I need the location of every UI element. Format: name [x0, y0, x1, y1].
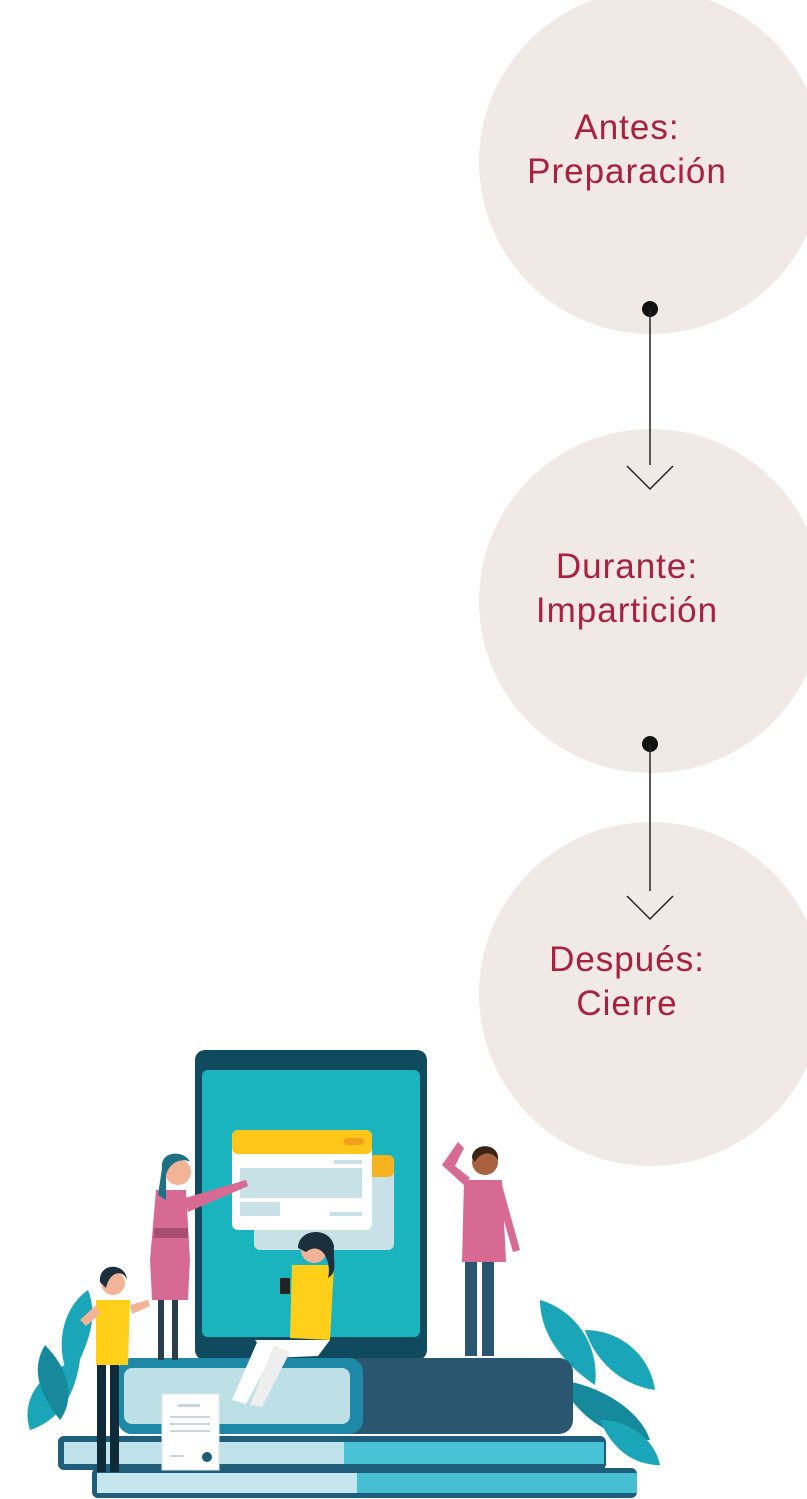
connector-arrowhead-icon	[626, 465, 674, 491]
person-yellow-shirt-icon	[80, 1266, 150, 1472]
step-after-circle: Después: Cierre	[479, 822, 807, 1166]
step-during-label: Durante: Impartición	[536, 545, 718, 633]
person-pink-dress-icon	[150, 1153, 248, 1360]
step-before-label: Antes: Preparación	[527, 106, 727, 194]
step-before-circle: Antes: Preparación	[479, 0, 807, 334]
step-before-title: Antes:	[574, 108, 680, 147]
leaves-icon	[27, 1290, 660, 1465]
people-with-tablet-illustration-icon	[27, 1050, 660, 1498]
connector-during-after	[626, 736, 674, 921]
certificate-icon	[161, 1393, 220, 1471]
tablet-icon	[195, 1050, 427, 1360]
step-before-subtitle: Preparación	[527, 152, 727, 191]
step-during-subtitle: Impartición	[535, 591, 719, 630]
step-after-subtitle: Cierre	[576, 984, 678, 1023]
person-man-standing-icon	[442, 1142, 520, 1356]
step-during-title: Durante:	[555, 547, 699, 586]
connector-arrowhead-icon	[626, 895, 674, 921]
connector-before-during	[626, 301, 674, 491]
books-stack-icon	[58, 1358, 637, 1498]
person-yellow-sitting-icon	[232, 1231, 335, 1407]
step-after-label: Después: Cierre	[549, 938, 705, 1026]
step-after-title: Después:	[549, 940, 705, 979]
step-during-circle: Durante: Impartición	[479, 429, 807, 773]
